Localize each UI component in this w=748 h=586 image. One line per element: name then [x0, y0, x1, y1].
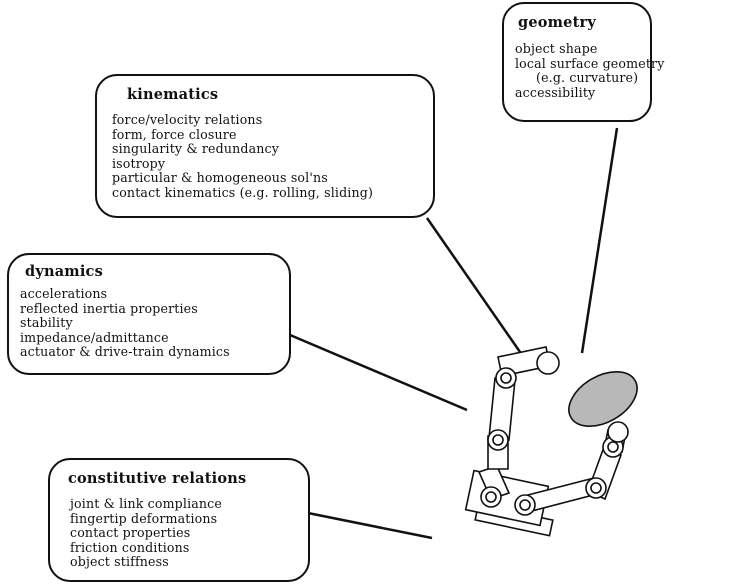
- list-item: actuator & drive-train dynamics: [20, 344, 230, 360]
- list-item: object stiffness: [70, 554, 169, 570]
- dynamics-box: dynamics accelerations reflected inertia…: [7, 253, 291, 375]
- list-item: contact kinematics (e.g. rolling, slidin…: [112, 184, 374, 200]
- list-item: accessibility: [515, 84, 596, 100]
- list-item: reflected inertia properties: [20, 300, 198, 316]
- list-item: joint & link compliance: [70, 496, 222, 511]
- geometry-box: geometry object shape local surface geom…: [502, 2, 665, 122]
- kinematics-box: kinematics force/velocity relations form…: [95, 74, 435, 218]
- constitutive-relations-box: constitutive relations joint & link comp…: [48, 458, 310, 582]
- list-item: isotropy: [112, 155, 166, 171]
- fingertip-contact-icon: [607, 421, 629, 443]
- dynamics-list: accelerations reflected inertia properti…: [20, 286, 289, 360]
- list-item: particular & homogeneous sol'ns: [112, 170, 328, 186]
- connector-geometry: [580, 127, 619, 354]
- list-item: (e.g. curvature): [536, 70, 639, 86]
- constitutive-title: constitutive relations: [68, 470, 247, 487]
- geometry-title: geometry: [518, 14, 596, 31]
- list-item: stability: [20, 315, 73, 331]
- list-item: impedance/admittance: [20, 329, 169, 345]
- list-item: object shape: [515, 41, 598, 56]
- list-item: friction conditions: [70, 539, 190, 555]
- list-item: local surface geometry: [515, 55, 665, 71]
- kinematics-title: kinematics: [127, 86, 219, 103]
- connector-kinematics: [425, 217, 522, 353]
- list-item: contact properties: [70, 525, 191, 541]
- list-item: singularity & redundancy: [112, 141, 279, 157]
- connector-constitutive: [307, 511, 433, 540]
- list-item: force/velocity relations: [112, 112, 263, 127]
- constitutive-list: joint & link compliance fingertip deform…: [70, 496, 308, 570]
- dynamics-title: dynamics: [25, 263, 103, 280]
- geometry-list: object shape local surface geometry (e.g…: [515, 41, 665, 100]
- grasped-object-ellipse: [568, 371, 638, 427]
- connector-dynamics: [289, 333, 468, 412]
- kinematics-list: force/velocity relations form, force clo…: [112, 112, 433, 201]
- list-item: form, force closure: [112, 126, 237, 142]
- list-item: accelerations: [20, 286, 108, 301]
- list-item: fingertip deformations: [70, 510, 218, 526]
